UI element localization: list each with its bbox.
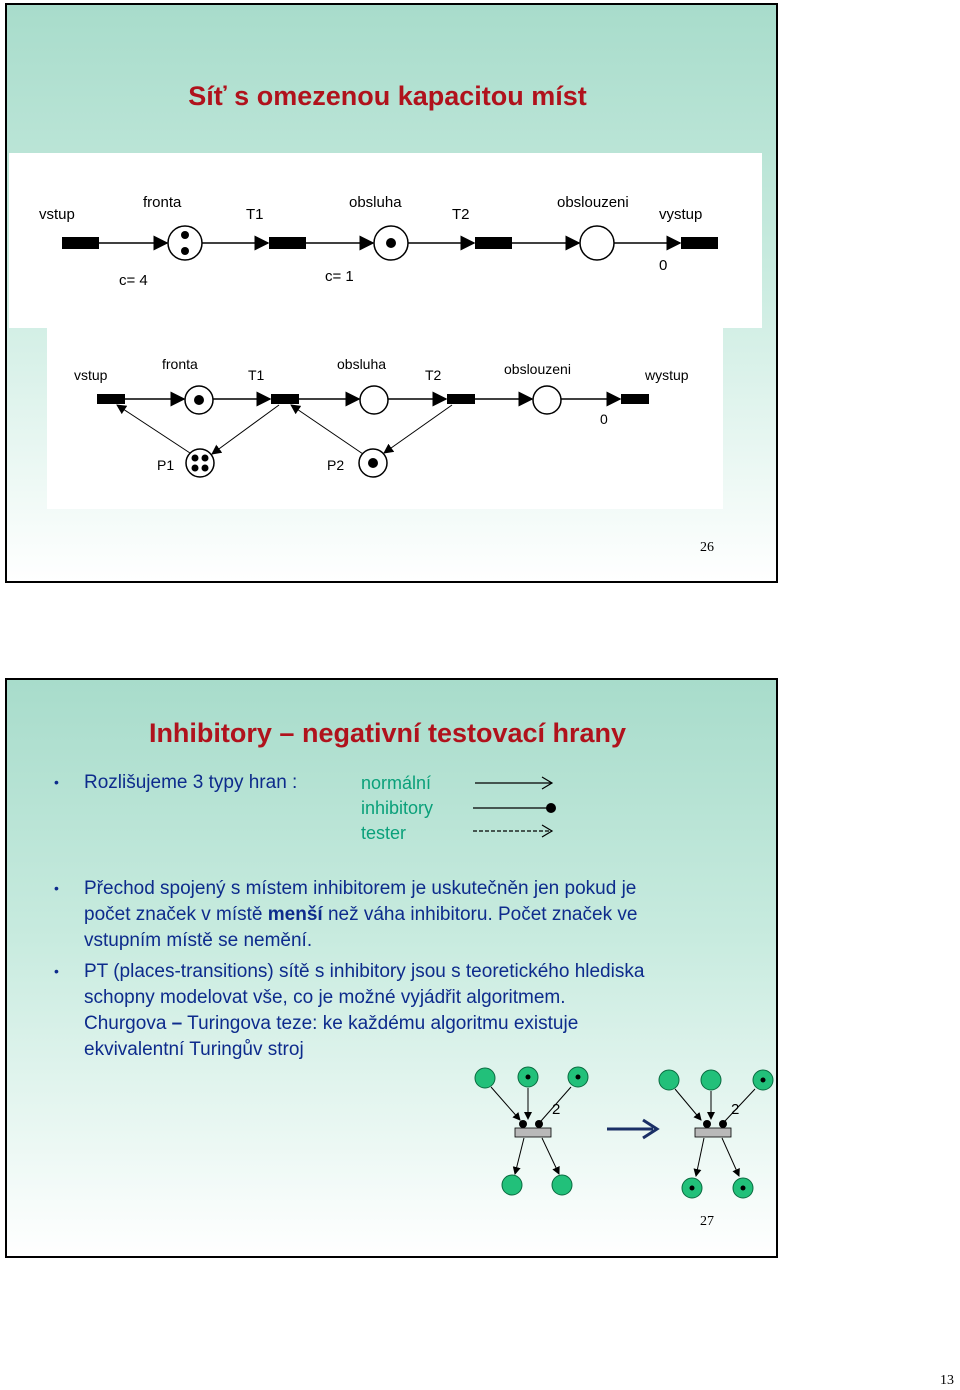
bullet1-line3: vstupním místě se nemění. [84, 930, 313, 951]
label-vystup: vystup [659, 206, 702, 223]
net-before-firing: 2 [474, 1066, 589, 1196]
output-count: 0 [600, 411, 608, 427]
transition [514, 1127, 552, 1138]
label-obsluha: obsluha [337, 356, 386, 372]
label-vstup: vstup [39, 206, 75, 223]
token [191, 464, 199, 472]
label-t1: T1 [246, 206, 264, 223]
token [181, 247, 189, 255]
token [368, 458, 378, 468]
token [181, 231, 189, 239]
place-obslouzeni [532, 385, 562, 415]
transition-vstup [97, 394, 125, 404]
label-p2: P2 [327, 457, 344, 473]
token [386, 238, 396, 248]
dash: – [171, 1013, 183, 1034]
arc-type-normal: normální [361, 773, 432, 793]
input-place [474, 1067, 496, 1089]
bullet2-line4: ekvivalentní Turingův stroj [84, 1039, 304, 1060]
output-count: 0 [659, 257, 667, 274]
petri-net-capacity-diagram: vstup fronta T1 obsluha T2 obslouzeni vy… [9, 153, 762, 328]
bullet-marker: • [54, 880, 59, 896]
token [201, 464, 209, 472]
bullet2-line1: PT (places-transitions) sítě s inhibitor… [84, 961, 645, 982]
transition-t1 [269, 237, 306, 249]
petri-net-complement-svg: vstup fronta T1 obsluha T2 obslouzeni wy… [74, 356, 689, 478]
transition-t2 [475, 237, 512, 249]
bullet-marker: • [54, 774, 59, 790]
transition-vstup [62, 237, 99, 249]
arc-weight: 2 [552, 1101, 560, 1118]
label-fronta: fronta [143, 194, 182, 211]
input-place [700, 1069, 722, 1091]
bullet1-line1: Přechod spojený s místem inhibitorem je … [84, 878, 637, 899]
label-t2: T2 [452, 206, 470, 223]
text-fragment: než váha inhibitoru. Počet značek ve [322, 904, 638, 925]
label-wystup: wystup [644, 367, 689, 383]
firing-arrow-icon [607, 1118, 660, 1140]
bullet2-line2: schopny modelovat vše, co je možné vyjád… [84, 987, 566, 1008]
page-number: 13 [940, 1373, 954, 1388]
transition-vystup [681, 237, 718, 249]
place-obsluha [359, 385, 389, 415]
transition-firing-example: 2 2 [474, 1066, 774, 1199]
text-fragment: Churgova [84, 1013, 172, 1034]
label-p1: P1 [157, 457, 174, 473]
slide-26: Síť s omezenou kapacitou míst vstup fron… [5, 3, 778, 583]
net-after-firing: 2 [658, 1069, 774, 1199]
slide-27: Inhibitory – negativní testovací hrany •… [5, 678, 778, 1258]
label-t2: T2 [425, 367, 442, 383]
input-place [658, 1069, 680, 1091]
label-obslouzeni: obslouzeni [504, 361, 571, 377]
arc-type-inhibitory: inhibitory [361, 798, 434, 818]
label-fronta: fronta [162, 356, 198, 372]
slide-title: Inhibitory – negativní testovací hrany [148, 718, 627, 748]
label-vstup: vstup [74, 367, 108, 383]
transition-t1 [271, 394, 299, 404]
slide-number: 26 [700, 540, 714, 555]
bullet2-line3: Churgova – Turingova teze: ke každému al… [84, 1013, 578, 1035]
bullet1-line2: počet značek v místě menší než váha inhi… [84, 904, 637, 926]
bullet-marker: • [54, 963, 59, 979]
arc-type-symbols [473, 776, 556, 838]
capacity-fronta: c= 4 [119, 272, 148, 289]
token [191, 454, 199, 462]
petri-net-capacity-svg: vstup fronta T1 obsluha T2 obslouzeni vy… [39, 194, 718, 289]
label-obsluha: obsluha [349, 194, 402, 211]
place-p1 [185, 448, 215, 478]
arc-type-tester: tester [361, 823, 407, 843]
place-obslouzeni [579, 225, 615, 261]
output-place [501, 1174, 523, 1196]
label-obslouzeni: obslouzeni [557, 194, 629, 211]
petri-net-complement-diagram: vstup fronta T1 obsluha T2 obslouzeni wy… [47, 327, 723, 509]
output-place [551, 1174, 573, 1196]
arc-weight: 2 [731, 1101, 739, 1118]
text-fragment: Turingova teze: ke každému algoritmu exi… [182, 1013, 579, 1034]
token [194, 395, 204, 405]
capacity-obsluha: c= 1 [325, 268, 354, 285]
text-fragment: počet značek v místě [84, 904, 268, 925]
label-t1: T1 [248, 367, 265, 383]
arc-types-intro: Rozlišujeme 3 typy hran : [84, 772, 298, 793]
emphasis-text: menší [267, 904, 323, 925]
transition-wystup [621, 394, 649, 404]
slide-number: 27 [700, 1214, 714, 1229]
transition-t2 [447, 394, 475, 404]
slide-title: Síť s omezenou kapacitou míst [188, 81, 587, 111]
token [201, 454, 209, 462]
transition [694, 1127, 732, 1138]
